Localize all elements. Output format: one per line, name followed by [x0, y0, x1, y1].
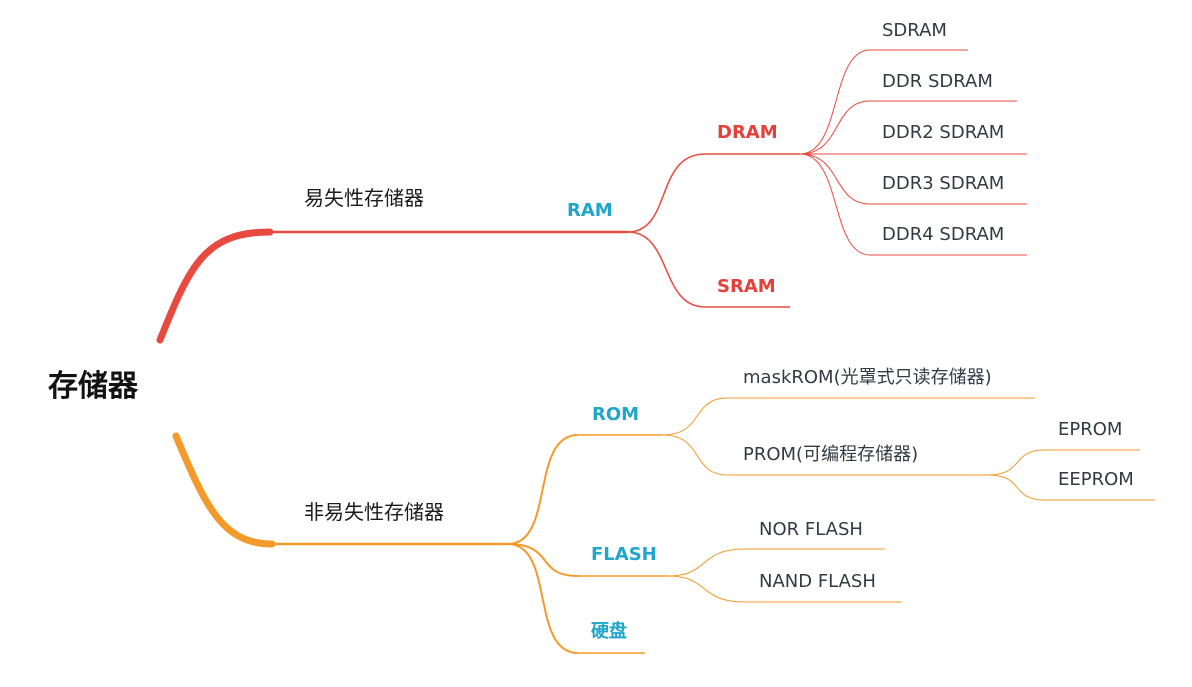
link-dram-ddr3 — [799, 153, 871, 205]
link-ram-sram — [627, 231, 706, 308]
ddr-sdram-label: DDR SDRAM — [882, 71, 993, 92]
link-nv-disk — [507, 543, 579, 654]
eprom-label: EPROM — [1058, 419, 1123, 440]
ddr3-sdram-label: DDR3 SDRAM — [882, 173, 1005, 194]
volatile-branch — [270, 49, 1027, 308]
trunk-volatile — [156, 228, 274, 344]
link-dram-ddr — [799, 100, 871, 155]
eeprom-label: EEPROM — [1058, 469, 1134, 490]
link-prom-eprom — [987, 449, 1046, 476]
volatile-memory-label: 易失性存储器 — [304, 186, 424, 210]
link-rom-prom — [661, 434, 729, 476]
dram-label: DRAM — [717, 122, 778, 143]
nor-flash-label: NOR FLASH — [759, 519, 863, 540]
hard-disk-label: 硬盘 — [591, 621, 627, 642]
link-dram-ddr4 — [799, 153, 871, 256]
rom-label: ROM — [592, 404, 640, 425]
ram-label: RAM — [567, 200, 613, 221]
ddr4-sdram-label: DDR4 SDRAM — [882, 224, 1005, 245]
link-flash-nor — [667, 548, 746, 577]
flash-label: FLASH — [591, 544, 657, 565]
sram-label: SRAM — [717, 276, 776, 297]
sdram-label: SDRAM — [882, 20, 947, 41]
link-nv-rom — [507, 434, 579, 545]
ddr2-sdram-label: DDR2 SDRAM — [882, 122, 1005, 143]
trunk-nonvolatile — [172, 432, 276, 548]
link-nv-flash — [507, 543, 579, 577]
link-ram-dram — [627, 153, 706, 233]
link-dram-sdram — [799, 49, 871, 155]
link-rom-maskrom — [661, 397, 729, 436]
prom-label: PROM(可编程存储器) — [743, 444, 919, 465]
nonvolatile-memory-label: 非易失性存储器 — [304, 500, 444, 524]
root-node-label: 存储器 — [48, 369, 138, 404]
nonvolatile-branch — [272, 397, 1155, 654]
link-prom-eeprom — [987, 474, 1046, 501]
nand-flash-label: NAND FLASH — [759, 571, 876, 592]
mask-rom-label: maskROM(光罩式只读存储器) — [743, 367, 992, 388]
link-flash-nand — [667, 575, 746, 603]
